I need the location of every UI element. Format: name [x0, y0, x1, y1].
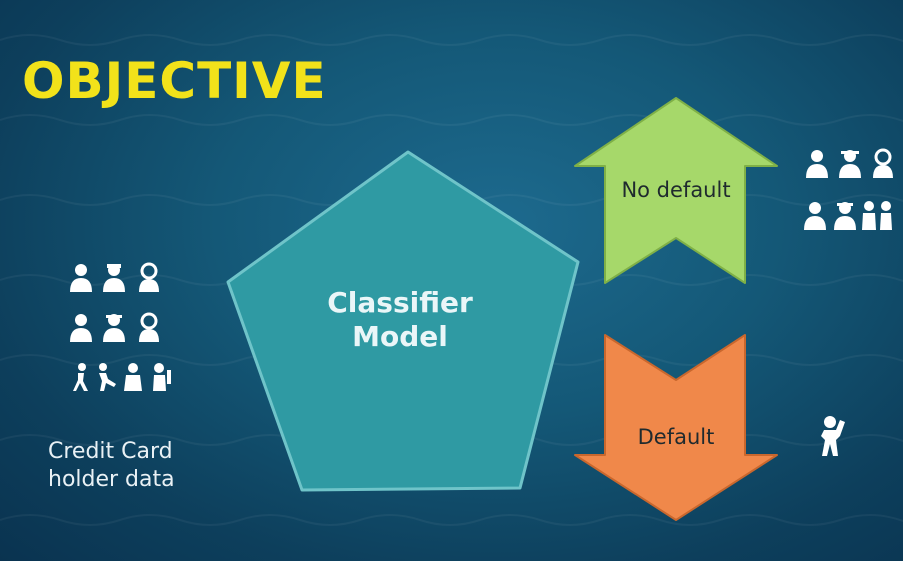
model-label-line-2: Model	[300, 320, 500, 354]
person-icon	[120, 362, 146, 392]
person-icon	[101, 262, 127, 292]
person-icon	[878, 200, 894, 230]
person-icon	[136, 262, 162, 292]
person-icon	[837, 148, 863, 178]
no-default-people-icons	[800, 148, 900, 236]
person-icon	[68, 312, 94, 342]
person-icon	[101, 312, 127, 342]
caption-line-2: holder data	[48, 466, 218, 494]
credit-card-holder-caption: Credit Card holder data	[48, 438, 218, 494]
default-person-icon	[818, 414, 848, 458]
person-icon	[802, 200, 828, 230]
person-icon	[860, 200, 878, 230]
caption-line-1: Credit Card	[48, 438, 218, 466]
person-icon	[136, 312, 162, 342]
person-icon	[870, 148, 896, 178]
walking-person-icon	[68, 362, 94, 392]
person-icon	[68, 262, 94, 292]
default-label: Default	[586, 425, 766, 449]
no-default-label: No default	[586, 178, 766, 202]
credit-card-holders-icons	[64, 262, 184, 397]
person-icon	[832, 200, 858, 230]
classifier-model-label: Classifier Model	[300, 286, 500, 354]
walking-person-icon	[94, 362, 120, 392]
person-icon	[148, 362, 174, 392]
model-label-line-1: Classifier	[300, 286, 500, 320]
person-icon	[804, 148, 830, 178]
